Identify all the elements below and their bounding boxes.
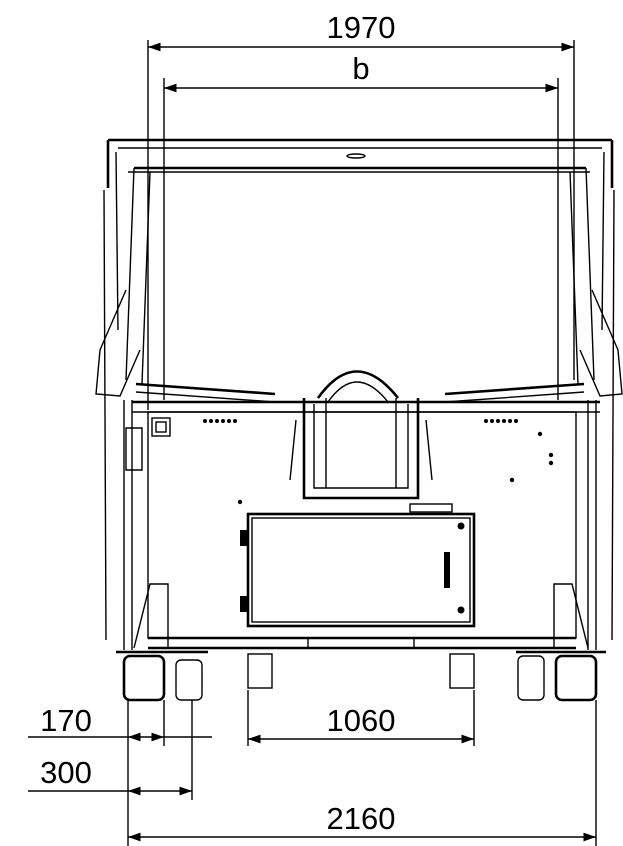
dim-left-wheel: 300 [40,755,92,790]
dim-bottom-overall: 2160 [327,801,396,836]
dim-top-inner: b [352,51,369,86]
dim-wheel-gap: 1060 [327,703,396,738]
dim-top-overall: 1970 [327,10,396,45]
machine-front-view [95,138,623,702]
dimension-lines [28,40,597,846]
dim-left-small: 170 [40,703,92,738]
